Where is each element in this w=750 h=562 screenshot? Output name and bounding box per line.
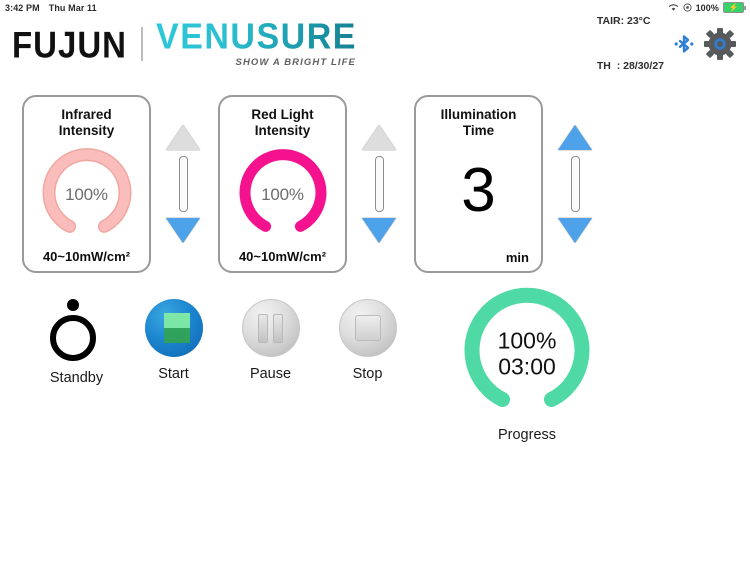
pause-label: Pause — [249, 366, 292, 382]
red-light-stepper — [356, 125, 402, 243]
red-light-decrease-button[interactable] — [362, 218, 396, 243]
infrared-stepper-track[interactable] — [178, 156, 188, 212]
infrared-stepper — [160, 125, 206, 243]
red-light-range-label: 40~10mW/cm² — [238, 249, 327, 264]
start-control[interactable]: Start — [125, 299, 222, 382]
control-bar: Standby Start Pause Stop 100% 03: — [0, 287, 750, 443]
play-icon — [164, 313, 190, 343]
status-date: Thu Mar 11 — [48, 2, 97, 13]
illumination-time-decrease-button[interactable] — [558, 218, 592, 243]
standby-control[interactable]: Standby — [28, 299, 125, 386]
th-reading: TH : 28/30/27 — [596, 60, 664, 73]
infrared-increase-button[interactable] — [166, 125, 200, 150]
logo-divider — [141, 27, 144, 61]
pause-bar-left — [258, 313, 268, 343]
infrared-intensity-group: Infrared Intensity 100% 40~10mW/cm² — [22, 95, 218, 273]
status-time: 3:42 PM — [5, 2, 40, 13]
start-label: Start — [158, 366, 189, 382]
panel-red-light-intensity[interactable]: Red Light Intensity 100% 40~10mW/cm² — [218, 95, 347, 273]
wifi-icon — [668, 3, 679, 12]
temperature-readout: TAIR: 23°C TH : 28/30/27 — [597, 0, 664, 105]
gear-icon[interactable] — [704, 28, 736, 60]
illumination-time-unit: min — [505, 250, 529, 265]
panel-title: Illumination Time — [440, 107, 517, 139]
parameter-panels: Infrared Intensity 100% 40~10mW/cm² Red … — [0, 73, 750, 273]
illumination-time-value: 3 — [461, 155, 496, 225]
bluetooth-icon[interactable] — [673, 29, 695, 59]
brand-logo: FUJUN VENUSURE SHOW A BRIGHT LIFE — [12, 17, 357, 68]
progress-readout: 100% 03:00 — [458, 327, 596, 380]
illumination-time-increase-button[interactable] — [558, 125, 592, 150]
start-button[interactable] — [144, 299, 203, 357]
illumination-time-group: Illumination Time 3 min — [414, 95, 610, 273]
panel-infrared-intensity[interactable]: Infrared Intensity 100% 40~10mW/cm² — [22, 95, 151, 273]
illumination-time-stepper — [552, 125, 598, 243]
progress-ring: 100% 03:00 — [458, 285, 596, 423]
red-light-increase-button[interactable] — [362, 125, 396, 150]
stop-label: Stop — [352, 366, 383, 382]
standby-label: Standby — [49, 370, 104, 386]
status-bar: 3:42 PM Thu Mar 11 100% ⚡ — [0, 0, 750, 15]
panel-title: Infrared Intensity — [58, 107, 115, 139]
progress-block: 100% 03:00 Progress — [458, 285, 596, 443]
red-light-gauge-value: 100% — [261, 184, 304, 204]
red-light-intensity-group: Red Light Intensity 100% 40~10mW/cm² — [218, 95, 414, 273]
power-standby-icon[interactable] — [47, 299, 107, 361]
red-light-gauge: 100% — [235, 147, 331, 243]
brand-secondary-text: VENUSURE — [156, 17, 357, 57]
pause-bar-right — [273, 313, 283, 343]
stop-control[interactable]: Stop — [319, 299, 416, 382]
illumination-time-stepper-track[interactable] — [570, 156, 580, 212]
pause-button[interactable] — [241, 299, 300, 357]
infrared-gauge: 100% — [39, 147, 135, 243]
stop-button[interactable] — [338, 299, 397, 357]
stop-icon — [354, 315, 381, 341]
standby-ring — [49, 315, 96, 361]
standby-dot — [66, 299, 79, 311]
progress-label: Progress — [497, 427, 557, 443]
red-light-stepper-track[interactable] — [374, 156, 384, 212]
infrared-decrease-button[interactable] — [166, 218, 200, 243]
panel-illumination-time[interactable]: Illumination Time 3 min — [414, 95, 543, 273]
progress-percent: 100% — [497, 327, 557, 354]
app-header: FUJUN VENUSURE SHOW A BRIGHT LIFE TAIR: … — [0, 15, 750, 73]
battery-percent-label: 100% — [695, 2, 719, 13]
brand-primary-text: FUJUN — [12, 23, 128, 65]
tair-reading: TAIR: 23°C — [596, 14, 651, 27]
infrared-range-label: 40~10mW/cm² — [42, 249, 131, 264]
battery-charging-icon: ⚡ — [723, 2, 746, 13]
panel-title: Red Light Intensity — [251, 107, 314, 139]
pause-icon — [258, 313, 283, 343]
location-icon — [682, 3, 692, 12]
infrared-gauge-value: 100% — [65, 184, 108, 204]
brand-tagline: SHOW A BRIGHT LIFE — [235, 57, 356, 68]
pause-control[interactable]: Pause — [222, 299, 319, 382]
progress-time: 03:00 — [498, 353, 556, 379]
